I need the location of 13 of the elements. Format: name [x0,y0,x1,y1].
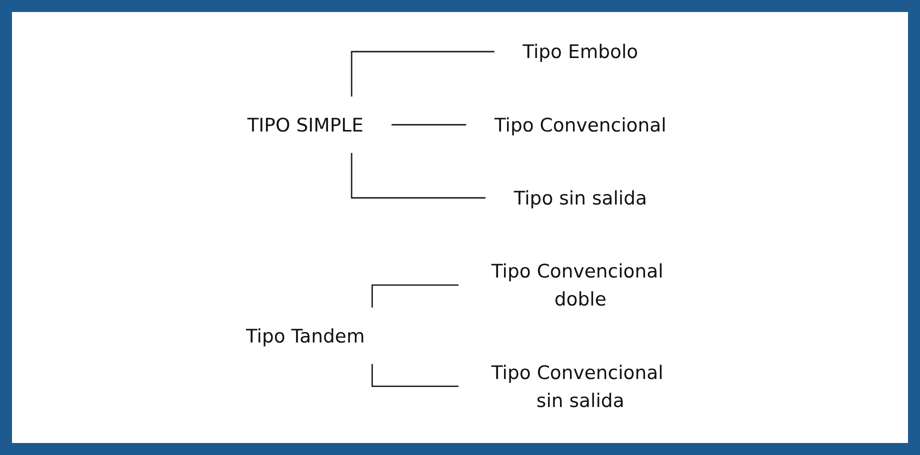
connector [371,363,458,387]
node-text: Tipo Tandem [246,324,365,346]
connector [371,284,458,308]
panel-background: TIPO SIMPLE Tipo Embolo Tipo Convencional Tipo sin salida Tipo Tandem Tipo Convencional doble Tipo Convencional sin salida [12,12,908,443]
connector [350,152,486,198]
node-text: Tipo sin salida [514,186,648,209]
node-text: Tipo Embolo [522,40,638,62]
node-text: Tipo Convencional [494,113,666,136]
connector [390,124,466,125]
node-text: TIPO SIMPLE [247,113,364,136]
connector [350,50,494,96]
node-text: Tipo Convencional doble [491,259,664,310]
node-text: Tipo Convencional sin salida [491,360,664,412]
